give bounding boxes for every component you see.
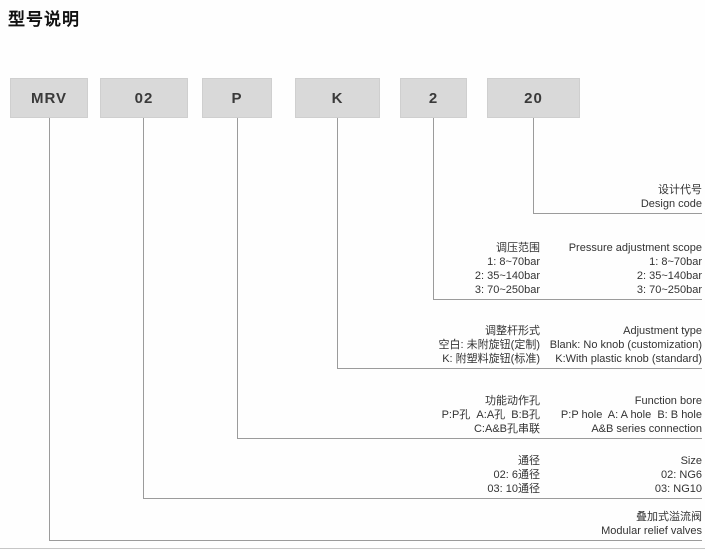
connector-02-vertical — [143, 118, 144, 498]
bore-option-c-en: A&B series connection — [591, 423, 702, 435]
connector-product-horizontal — [49, 540, 702, 541]
page-title: 型号说明 — [8, 10, 80, 29]
design-code-label-zh: 设计代号 — [658, 184, 702, 196]
product-name-zh: 叠加式溢流阀 — [636, 511, 702, 523]
code-box-02: 02 — [100, 78, 188, 118]
pressure-option-1-en: 1: 8~70bar — [649, 256, 702, 268]
connector-design-code-horizontal — [533, 213, 702, 214]
code-box-20: 20 — [487, 78, 580, 118]
design-code-label-en: Design code — [640, 198, 702, 210]
bore-option-c-zh: C:A&B孔串联 — [473, 423, 540, 435]
page-bottom-rule — [0, 548, 705, 549]
adjustment-header-en: Adjustment type — [623, 325, 702, 337]
product-name-en: Modular relief valves — [601, 525, 702, 537]
connector-adjustment-horizontal — [337, 368, 702, 369]
bore-option-pab-zh: P:P孔 A:A孔 B:B孔 — [441, 409, 540, 421]
connector-bore-horizontal — [237, 438, 702, 439]
connector-mrv-vertical — [49, 118, 50, 540]
adjustment-option-k-en: K:With plastic knob (standard) — [555, 353, 702, 365]
section-pressure-scope: 调压范围 Pressure adjustment scope 1: 8~70ba… — [222, 241, 702, 297]
bore-option-row: P:P孔 A:A孔 B:B孔 P:P hole A: A hole B: B h… — [222, 408, 702, 422]
bore-option-row: C:A&B孔串联 A&B series connection — [222, 422, 702, 436]
bore-header-row: 功能动作孔 Function bore — [222, 394, 702, 408]
pressure-option-row: 1: 8~70bar 1: 8~70bar — [222, 255, 702, 269]
adjustment-option-row: K: 附塑料旋钮(标准) K:With plastic knob (standa… — [222, 352, 702, 366]
size-option-row: 03: 10通径 03: NG10 — [222, 482, 702, 496]
size-option-row: 02: 6通径 02: NG6 — [222, 468, 702, 482]
section-size: 通径 Size 02: 6通径 02: NG6 03: 10通径 03: NG1… — [222, 454, 702, 496]
pressure-header-zh: 调压范围 — [496, 242, 540, 254]
code-box-mrv: MRV — [10, 78, 88, 118]
pressure-option-row: 3: 70~250bar 3: 70~250bar — [222, 283, 702, 297]
connector-2-vertical — [433, 118, 434, 299]
connector-size-horizontal — [143, 498, 702, 499]
section-product-name: 叠加式溢流阀 Modular relief valves — [222, 510, 702, 538]
size-option-02-zh: 02: 6通径 — [493, 469, 540, 481]
pressure-option-2-zh: 2: 35~140bar — [474, 270, 540, 282]
connector-p-vertical — [237, 118, 238, 438]
bore-header-en: Function bore — [634, 395, 702, 407]
pressure-header-row: 调压范围 Pressure adjustment scope — [222, 241, 702, 255]
connector-pressure-horizontal — [433, 299, 702, 300]
adjustment-option-row: 空白: 未附旋钮(定制) Blank: No knob (customizati… — [222, 338, 702, 352]
size-option-02-en: 02: NG6 — [661, 469, 702, 481]
connector-k-vertical — [337, 118, 338, 368]
code-box-k: K — [295, 78, 380, 118]
connector-20-vertical — [533, 118, 534, 213]
pressure-option-row: 2: 35~140bar 2: 35~140bar — [222, 269, 702, 283]
section-design-code: 设计代号 Design code — [222, 183, 702, 211]
code-box-p: P — [202, 78, 272, 118]
adjustment-header-row: 调整杆形式 Adjustment type — [222, 324, 702, 338]
pressure-option-3-en: 3: 70~250bar — [636, 284, 702, 296]
bore-option-pab-en: P:P hole A: A hole B: B hole — [560, 409, 702, 421]
size-option-03-zh: 03: 10通径 — [487, 483, 540, 495]
adjustment-header-zh: 调整杆形式 — [485, 325, 540, 337]
pressure-option-1-zh: 1: 8~70bar — [487, 256, 540, 268]
section-function-bore: 功能动作孔 Function bore P:P孔 A:A孔 B:B孔 P:P h… — [222, 394, 702, 436]
size-header-zh: 通径 — [518, 455, 540, 467]
adjustment-option-k-zh: K: 附塑料旋钮(标准) — [442, 353, 540, 365]
pressure-option-2-en: 2: 35~140bar — [636, 270, 702, 282]
size-header-en: Size — [680, 455, 702, 467]
size-option-03-en: 03: NG10 — [654, 483, 702, 495]
adjustment-option-blank-zh: 空白: 未附旋钮(定制) — [438, 339, 540, 351]
code-box-2: 2 — [400, 78, 467, 118]
pressure-header-en: Pressure adjustment scope — [568, 242, 702, 254]
section-adjustment-type: 调整杆形式 Adjustment type 空白: 未附旋钮(定制) Blank… — [222, 324, 702, 366]
pressure-option-3-zh: 3: 70~250bar — [474, 284, 540, 296]
bore-header-zh: 功能动作孔 — [485, 395, 540, 407]
adjustment-option-blank-en: Blank: No knob (customization) — [549, 339, 702, 351]
size-header-row: 通径 Size — [222, 454, 702, 468]
